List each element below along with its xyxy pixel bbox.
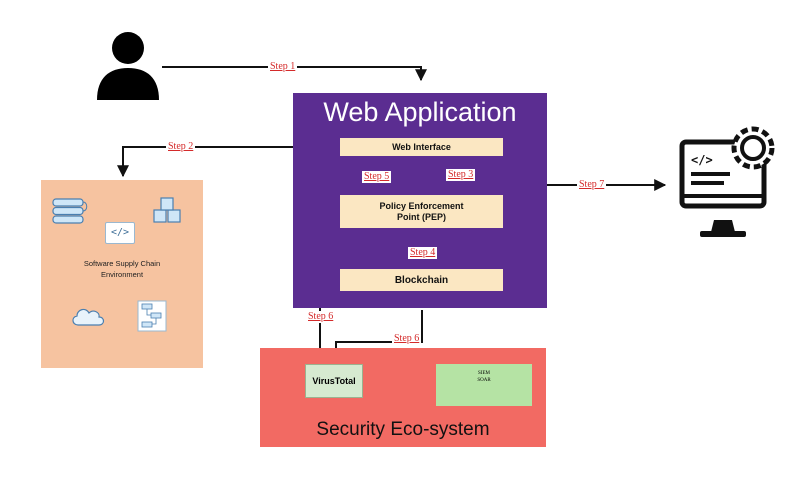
pep-box: Policy Enforcement Point (PEP)	[340, 195, 503, 228]
step-3-label: Step 3	[446, 169, 476, 181]
step-2-label: Step 2	[166, 141, 196, 153]
web-application-container: Web Application Web Interface Policy Enf…	[293, 93, 547, 308]
software-supply-chain-panel: </> Software Supply Chain Environment	[41, 180, 203, 368]
server-stack-icon	[52, 198, 88, 224]
siem-label: SIEM	[478, 371, 490, 376]
web-interface-label: Web Interface	[392, 142, 451, 152]
step-4-label: Step 4	[408, 247, 438, 259]
blockchain-label: Blockchain	[394, 274, 449, 286]
step-7-label: Step 7	[577, 179, 607, 191]
computer-code-gear-icon: </>	[679, 126, 775, 237]
user-icon	[97, 32, 159, 100]
pep-label-line2: Point (PEP)	[397, 211, 446, 222]
step-1-label: Step 1	[268, 61, 298, 73]
web-interface-box: Web Interface	[340, 138, 503, 156]
step-6-left-label: Step 6	[306, 311, 336, 323]
cloud-icon	[72, 308, 105, 326]
arrow-step-2	[117, 146, 340, 178]
blockchain-box: Blockchain	[340, 269, 503, 291]
supply-chain-label-line1: Software Supply Chain	[83, 259, 161, 268]
soar-label: SOAR	[477, 378, 491, 383]
pep-label-line1: Policy Enforcement	[379, 200, 464, 211]
virustotal-box: VirusTotal	[305, 364, 363, 398]
cubes-icon	[153, 197, 181, 223]
flowchart-icon	[137, 300, 167, 332]
supply-chain-label-line2: Environment	[100, 270, 144, 279]
web-application-title: Web Application	[323, 97, 517, 127]
supply-chain-label: Software Supply Chain Environment	[41, 258, 203, 280]
siem-soar-box: SIEM SOAR	[436, 364, 532, 406]
svg-text:</>: </>	[691, 153, 713, 167]
security-ecosystem-panel: VirusTotal SIEM SOAR Security Eco-system	[260, 348, 546, 447]
code-icon: </>	[105, 222, 135, 244]
step-5-label: Step 5	[362, 171, 392, 183]
security-ecosystem-title: Security Eco-system	[316, 419, 490, 440]
arrow-step-1	[162, 66, 427, 82]
virustotal-label: VirusTotal	[312, 376, 356, 386]
step-6-right-label: Step 6	[392, 333, 422, 345]
